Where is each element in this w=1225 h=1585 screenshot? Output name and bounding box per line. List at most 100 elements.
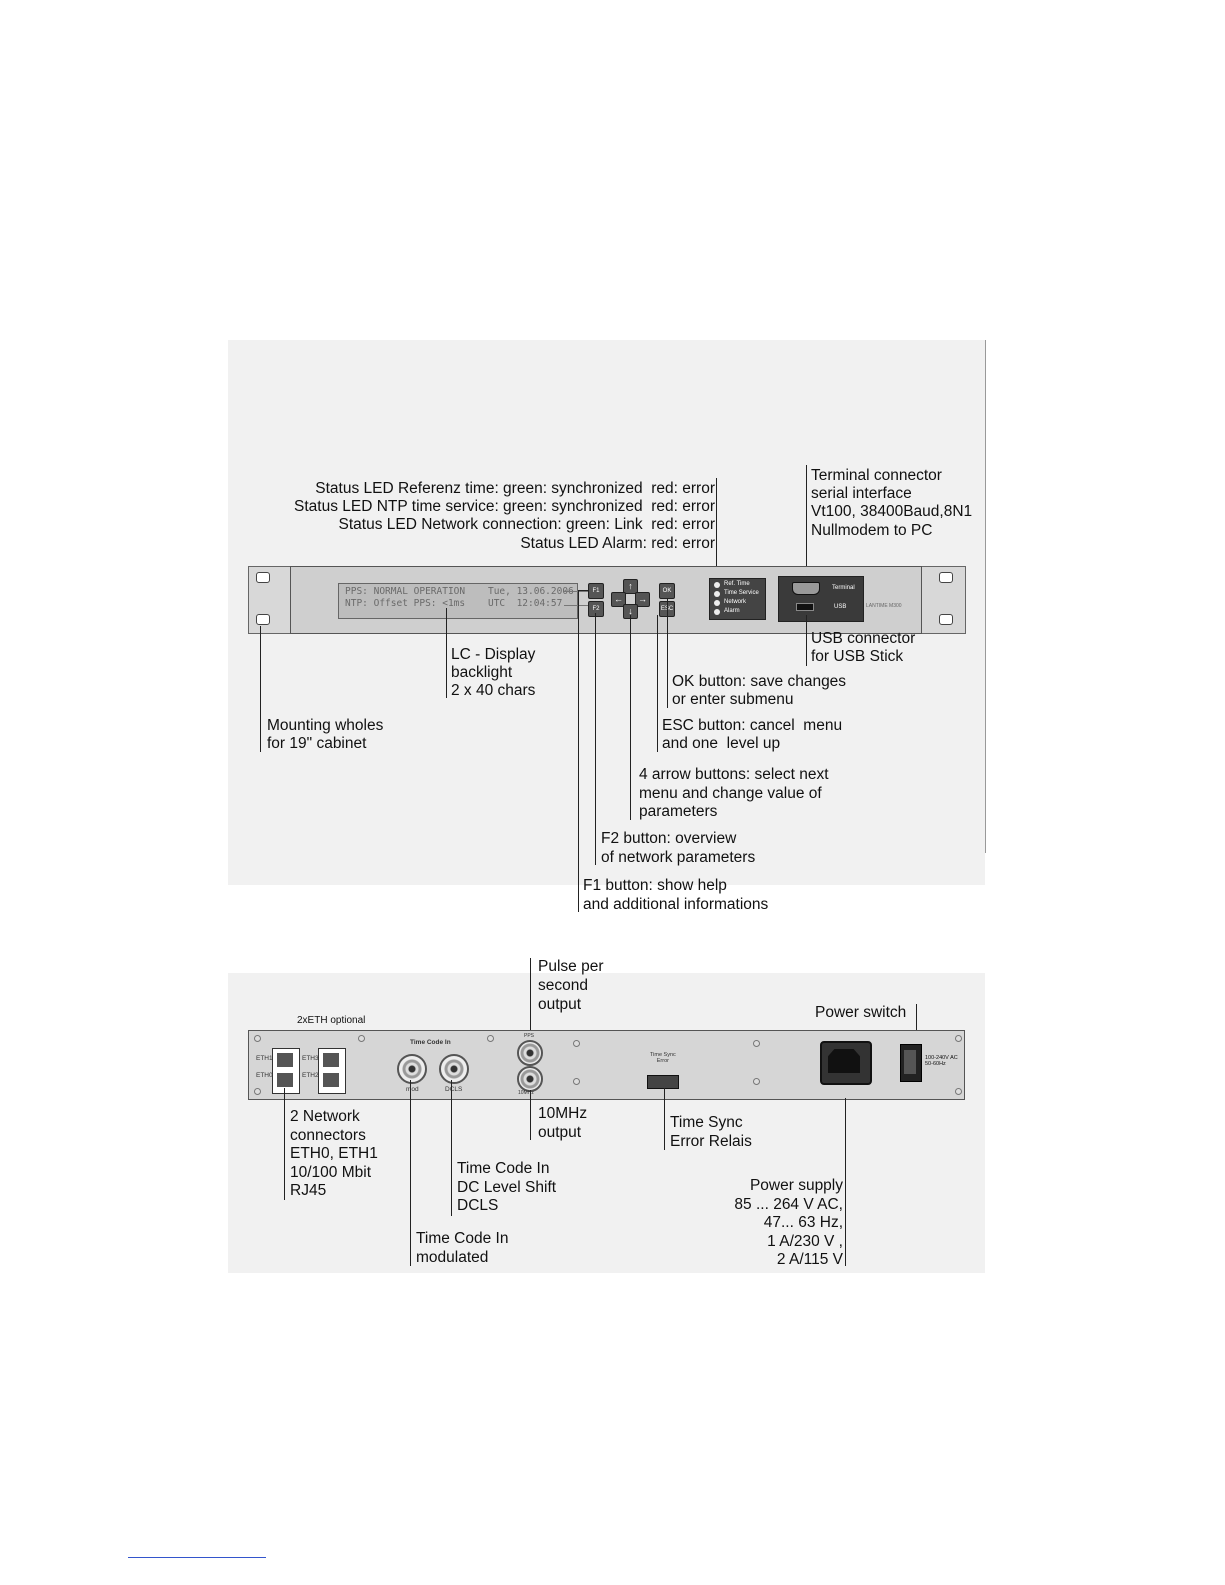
time-code-in-panel-label: Time Code In <box>410 1039 451 1046</box>
f2-button[interactable]: F2 <box>588 601 604 617</box>
power-supply-label-5: 2 A/115 V <box>776 1251 843 1268</box>
led-network-label: Network <box>724 599 747 605</box>
page-margin-line <box>985 340 986 853</box>
mounting-hole <box>939 614 953 625</box>
bnc-10mhz-connector <box>517 1066 543 1092</box>
eth1-label: ETH1 <box>256 1055 273 1062</box>
status-led-ntp-label: Status LED NTP time service: green: sync… <box>294 498 715 515</box>
arrows-label-2: menu and change value of <box>639 785 822 802</box>
f1-label-1: F1 button: show help <box>583 877 727 894</box>
terminal-label-4: Nullmodem to PC <box>811 522 933 539</box>
power-rating-label: 100-240V AC 50-60Hz <box>925 1055 958 1067</box>
arrow-right-button[interactable]: → <box>635 592 650 607</box>
terminal-label-2: serial interface <box>811 485 912 502</box>
power-switch-label: Power switch <box>815 1004 907 1021</box>
led-time-service <box>714 591 720 597</box>
esc-label-1: ESC button: cancel menu <box>662 717 843 734</box>
power-supply-label-2: 85 ... 264 V AC, <box>734 1196 843 1213</box>
power-switch-rocker <box>904 1050 916 1074</box>
status-led-ref-label: Status LED Referenz time: green: synchro… <box>315 480 715 497</box>
lcd-connector-line <box>564 591 588 592</box>
f1-leader <box>578 590 579 912</box>
usb-panel-label: USB <box>834 604 847 610</box>
status-led-alarm-label: Status LED Alarm: red: error <box>520 535 715 552</box>
time-sync-leader <box>664 1088 665 1150</box>
rj45-port-eth0 <box>277 1073 293 1087</box>
mounting-hole <box>256 572 270 583</box>
rear-background <box>228 973 985 1273</box>
f1-button[interactable]: F1 <box>588 583 604 599</box>
ok-button[interactable]: OK <box>659 583 675 599</box>
mod-leader <box>410 1080 411 1266</box>
pps-label-3: output <box>538 996 582 1013</box>
eth3-label: ETH3 <box>302 1055 319 1062</box>
tenmhz-panel-label: 10MHz <box>518 1090 534 1096</box>
mod-label-2: modulated <box>416 1249 489 1266</box>
ok-leader <box>667 598 668 708</box>
lcd-connector-line <box>564 605 588 606</box>
pps-label-2: second <box>538 977 588 994</box>
mod-label-1: Time Code In <box>416 1230 509 1247</box>
power-supply-label-4: 1 A/230 V , <box>767 1233 843 1250</box>
power-inlet-socket <box>828 1049 860 1073</box>
bnc-pps-connector <box>517 1040 543 1066</box>
tenmhz-label-2: output <box>538 1124 582 1141</box>
eth0-label: ETH0 <box>256 1072 273 1079</box>
arrows-label-3: parameters <box>639 803 718 820</box>
terminal-label-1: Terminal connector <box>811 467 942 484</box>
lcd-line-1: PPS: NORMAL OPERATION Tue, 13.06.2006 <box>345 586 574 597</box>
f2-leader <box>595 613 596 865</box>
panel-screw <box>753 1040 760 1047</box>
ok-label-1: OK button: save changes <box>672 673 847 690</box>
f2-label-2: of network parameters <box>601 849 756 866</box>
lcd-label-2: backlight <box>451 664 513 681</box>
lc-display: PPS: NORMAL OPERATION Tue, 13.06.2006 NT… <box>338 583 578 619</box>
arrow-up-button[interactable]: ↑ <box>623 579 638 594</box>
arrow-left-button[interactable]: ← <box>611 592 626 607</box>
f1-leader-h <box>578 590 588 591</box>
led-alarm <box>714 609 720 615</box>
terminal-connector-icon <box>792 582 820 595</box>
led-alarm-label: Alarm <box>724 608 740 614</box>
panel-screw <box>487 1035 494 1042</box>
network-leader <box>284 1088 285 1200</box>
power-supply-label-1: Power supply <box>749 1177 843 1194</box>
network-label-1: 2 Network <box>290 1108 360 1125</box>
led-time-service-label: Time Service <box>724 590 759 596</box>
rj45-port-eth1 <box>277 1053 293 1067</box>
pps-panel-label: PPS <box>524 1033 535 1039</box>
panel-screw <box>753 1078 760 1085</box>
connector-panel <box>778 576 864 622</box>
led-ref-time <box>714 582 720 588</box>
mounting-hole <box>256 614 270 625</box>
panel-screw <box>955 1035 962 1042</box>
time-sync-panel-label: Time Sync Error <box>650 1052 676 1064</box>
mod-panel-label: mod <box>406 1086 419 1093</box>
eth-optional-label: 2xETH optional <box>297 1015 366 1026</box>
dcls-label-3: DCLS <box>457 1197 499 1214</box>
pps-label-1: Pulse per <box>538 958 604 975</box>
panel-screw <box>955 1088 962 1095</box>
network-label-5: RJ45 <box>290 1182 327 1199</box>
power-supply-leader <box>845 1098 846 1266</box>
mounting-leader <box>260 626 261 752</box>
bnc-dcls-connector <box>439 1054 469 1084</box>
pps-leader <box>530 958 531 1038</box>
tenmhz-leader <box>530 1090 531 1140</box>
lcd-line-2: NTP: Offset PPS: <1ms UTC 12:04:57 <box>345 598 563 609</box>
ok-label-2: or enter submenu <box>672 691 794 708</box>
lcd-label-3: 2 x 40 chars <box>451 682 536 699</box>
bnc-mod-connector <box>397 1054 427 1084</box>
usb-label-2: for USB Stick <box>811 648 904 665</box>
arrows-label-1: 4 arrow buttons: select next <box>639 766 829 783</box>
power-supply-label-3: 47... 63 Hz, <box>763 1214 843 1231</box>
network-label-3: ETH0, ETH1 <box>290 1145 378 1162</box>
usb-label-1: USB connector <box>811 630 916 647</box>
eth2-label: ETH2 <box>302 1072 319 1079</box>
time-sync-label-2: Error Relais <box>670 1133 752 1150</box>
status-led-net-label: Status LED Network connection: green: Li… <box>338 516 716 533</box>
dcls-label-2: DC Level Shift <box>457 1179 557 1196</box>
panel-screw <box>573 1040 580 1047</box>
mounting-label-1: Mounting wholes <box>267 717 384 734</box>
terminal-panel-label: Terminal <box>832 585 855 591</box>
